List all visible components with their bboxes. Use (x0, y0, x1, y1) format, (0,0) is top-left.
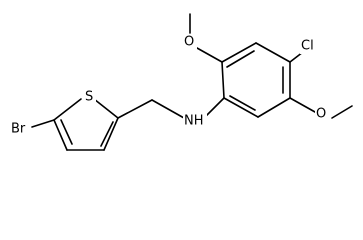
bond-ring-c1-c2 (221, 61, 225, 99)
bond-ring-c6-c1 (223, 97, 259, 118)
bond-c2-ch2 (117, 99, 153, 119)
sulfur-label: S (85, 90, 93, 105)
chlorine-label: Cl (301, 39, 314, 54)
bond-thiophene-c4-c5-inner (60, 119, 73, 145)
bond-c5-br (31, 119, 55, 128)
bond-ring-o-bottom (289, 97, 316, 113)
bond-thiophene-c2-c3 (103, 117, 119, 151)
label-bg-amine (183, 112, 207, 128)
label-bg-bromine (10, 121, 28, 137)
bond-ring-c5-c6 (257, 97, 291, 118)
bond-ring-c6-c1-inner (229, 95, 256, 111)
label-bg-oxygen-bottom (315, 106, 329, 122)
structure-canvas: S Br NH O Cl O (10, 13, 353, 151)
amine-label: NH (184, 114, 204, 129)
molecule-structure: S Br NH O Cl O (10, 13, 353, 151)
bond-ch2-n (151, 99, 185, 119)
bond-ring-c2-c3-inner (226, 50, 255, 68)
label-bg-oxygen-top (183, 34, 197, 50)
bond-n-aryl (203, 97, 225, 119)
bond-ring-o-top (196, 47, 223, 63)
bromine-label: Br (11, 122, 26, 137)
bond-thiophene-c2-c3-inner (100, 121, 114, 147)
bond-thiophene-c5-s (53, 98, 82, 121)
oxygen-bottom-label: O (316, 107, 326, 122)
label-bg-sulfur (84, 88, 96, 104)
label-bg-chlorine (300, 38, 316, 54)
bond-ring-c2-c3 (221, 42, 257, 63)
bond-thiophene-c4-c5 (53, 119, 68, 151)
oxygen-top-label: O (184, 35, 194, 50)
bond-thiophene-s-c2 (93, 98, 119, 119)
bond-ring-c3-c4 (255, 42, 291, 63)
bond-o-methyl-bottom (331, 105, 353, 119)
